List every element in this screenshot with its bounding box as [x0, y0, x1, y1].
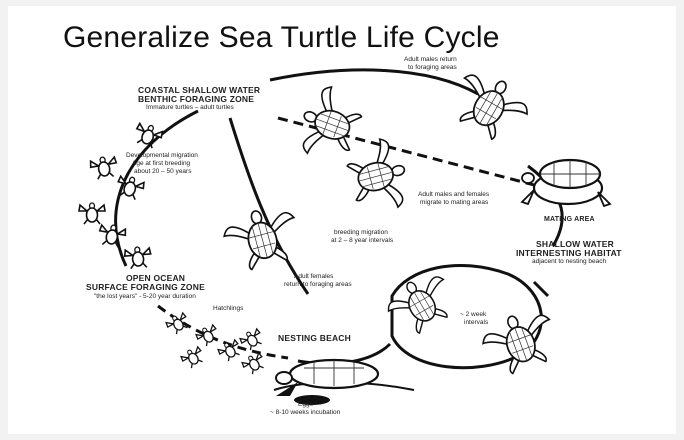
juvenile-turtle-icon: [89, 155, 118, 180]
annotation-eggs-1: Eggs: [298, 402, 313, 409]
annotation-interval-2: intervals: [464, 320, 488, 327]
annotation-adult-migrate-1: Adult males and females: [418, 192, 489, 199]
mating-area-heading: MATING AREA: [544, 216, 595, 223]
open-ocean-sub: "the lost years" - 5-20 year duration: [94, 294, 196, 301]
turtle-icon: [343, 135, 414, 217]
nesting-turtle-icon: [274, 360, 414, 405]
internesting-heading-2: INTERNESTING HABITAT: [516, 249, 622, 258]
annotation-hatchlings: Hatchlings: [213, 306, 243, 313]
turtle-icon: [478, 304, 563, 379]
annotation-females-return-2: return to foraging areas: [284, 282, 352, 289]
coastal-zone-sub: Immature turtles – adult turtles: [146, 105, 234, 112]
annotation-eggs-2: ~ 8-10 weeks incubation: [270, 410, 340, 417]
annotation-females-return-1: Adult females: [294, 274, 333, 281]
hatchling-icon: [241, 351, 267, 376]
mating-turtles-icon: [522, 160, 610, 206]
path-adult-males-return: [270, 70, 478, 94]
annotation-adult-migrate-2: migrate to mating areas: [420, 200, 488, 207]
coastal-zone-heading-2: BENTHIC FORAGING ZONE: [138, 95, 254, 104]
annotation-breeding-2: at 2 – 8 year intervals: [331, 238, 393, 245]
path-link: [534, 282, 548, 296]
nesting-beach-heading: NESTING BEACH: [278, 334, 351, 343]
annotation-males-return-1: Adult males return: [404, 57, 457, 64]
hatchling-icon: [195, 323, 221, 348]
juvenile-turtle-icon: [79, 203, 105, 224]
hatchling-icon: [217, 338, 243, 363]
juvenile-turtle-icon: [97, 223, 126, 248]
hatchling-icon: [180, 345, 206, 370]
annotation-interval-1: ~ 2 week: [460, 312, 486, 319]
internesting-sub: adjacent to nesting beach: [532, 259, 606, 266]
annotation-developmental-2: Age at first breeding: [132, 161, 190, 168]
turtle-icon: [445, 64, 535, 148]
juvenile-turtle-icon: [124, 246, 152, 269]
turtle-icon: [292, 82, 367, 167]
open-ocean-heading-2: SURFACE FORAGING ZONE: [86, 283, 205, 292]
path-females-return: [230, 118, 308, 294]
diagram-frame: Generalize Sea Turtle Life Cycle: [8, 6, 676, 434]
annotation-developmental-3: about 20 – 50 years: [134, 169, 191, 176]
annotation-breeding-1: breeding migration: [334, 230, 388, 237]
annotation-males-return-2: to foraging areas: [408, 65, 457, 72]
annotation-developmental-1: Developmental migration: [126, 153, 198, 160]
